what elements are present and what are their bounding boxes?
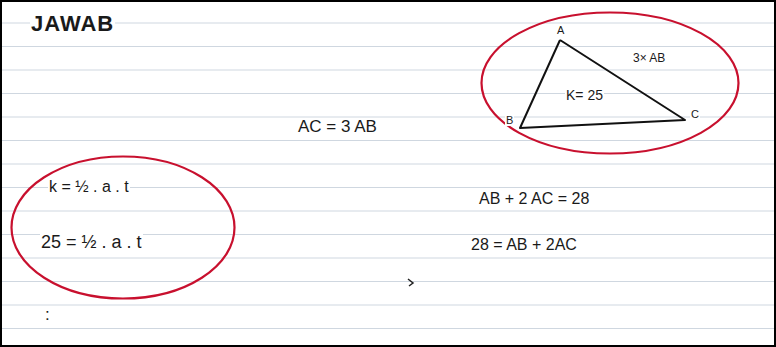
vertex-label: C <box>690 108 700 120</box>
red-ellipse: A 3× AB B C K= 25 <box>480 11 740 155</box>
ruled-line <box>2 211 774 212</box>
red-ellipse-outline <box>480 11 740 155</box>
area-label: K= 25 <box>565 88 604 103</box>
ruled-line <box>2 164 774 165</box>
ellipse-stroke <box>482 13 739 154</box>
ruled-line <box>2 305 774 306</box>
ruled-line <box>2 93 774 94</box>
ruled-line <box>2 70 774 71</box>
ellipse-stroke <box>12 157 235 299</box>
red-ellipse-outline <box>10 155 236 300</box>
red-ellipse: k = ½ . a . t 25 = ½ . a . t <box>10 155 236 300</box>
handwritten-note: : <box>44 306 51 325</box>
ruled-line <box>2 117 774 118</box>
vertex-label: A <box>556 24 565 36</box>
side-label: 3× AB <box>632 52 666 65</box>
ruled-line <box>2 23 774 24</box>
handwritten-note: AC = 3 AB <box>297 118 378 137</box>
ruled-line <box>2 328 774 329</box>
triangle-stroke <box>520 40 685 128</box>
handwritten-note: AB + 2 AC = 28 <box>478 190 590 208</box>
ruled-line <box>2 258 774 259</box>
vertex-label: B <box>505 114 514 126</box>
pen-mark <box>408 279 413 286</box>
formula: k = ½ . a . t <box>48 178 130 196</box>
formula: 25 = ½ . a . t <box>40 233 143 253</box>
ruled-line <box>2 140 774 141</box>
handwritten-note: 28 = AB + 2AC <box>470 236 578 254</box>
heading: JAWAB <box>30 12 115 36</box>
ruled-line <box>2 46 774 47</box>
ruled-line <box>2 281 774 282</box>
